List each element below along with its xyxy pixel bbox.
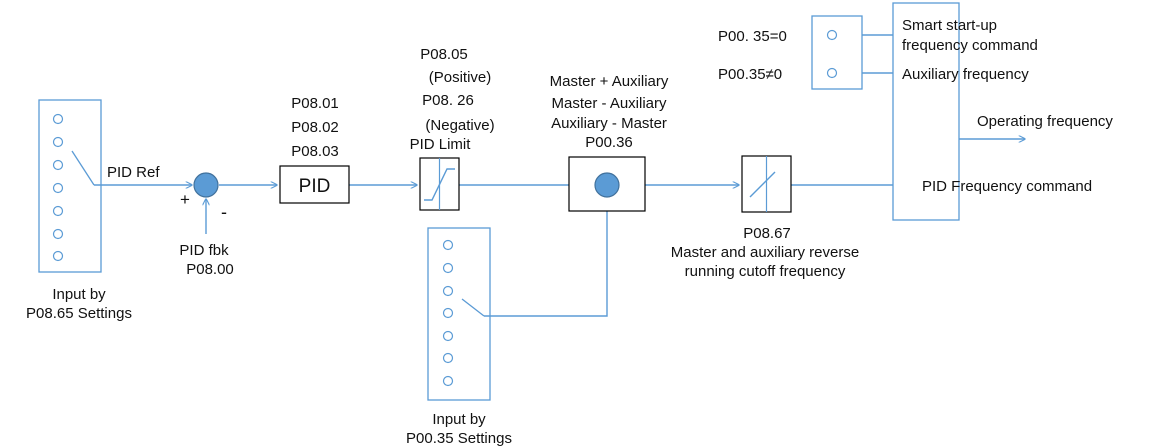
frequency-source-selector xyxy=(811,15,863,90)
pid-block xyxy=(279,165,350,204)
selector-terminal xyxy=(442,352,454,364)
input-selector-bottom xyxy=(427,227,491,401)
cutoff-desc-2: running cutoff frequency xyxy=(684,263,846,280)
operating-frequency-label: Operating frequency xyxy=(977,113,1113,130)
auxiliary-input-line xyxy=(484,199,607,317)
selector-terminal xyxy=(442,375,454,387)
selector-terminal xyxy=(442,262,454,274)
minus-sign: - xyxy=(221,202,227,222)
aux-frequency-label: Auxiliary frequency xyxy=(902,66,1029,83)
combine-param: P00.36 xyxy=(585,134,633,151)
pid-limit-param-3: P08. 26 xyxy=(422,92,474,109)
combiner-node xyxy=(594,172,620,198)
selector-terminal xyxy=(52,182,64,194)
select-nonzero-label: P00.35≠0 xyxy=(718,66,783,83)
input-bottom-label-1: Input by xyxy=(432,411,486,428)
combine-mode-3: Auxiliary - Master xyxy=(551,115,667,132)
combine-mode-2: Master - Auxiliary xyxy=(551,95,667,112)
cutoff-desc-1: Master and auxiliary reverse xyxy=(670,244,860,261)
input-left-label-1: Input by xyxy=(52,286,106,303)
pid-fbk-param: P08.00 xyxy=(186,261,234,278)
pid-limit-block xyxy=(419,157,460,211)
output-selector-box xyxy=(892,2,960,221)
smart-startup-label-1: Smart start-up xyxy=(902,17,998,34)
selector-terminal xyxy=(826,67,838,79)
plus-sign: + xyxy=(180,190,190,209)
pid-limit-param-4: (Negative) xyxy=(425,117,495,134)
pid-param-3: P08.03 xyxy=(291,143,339,160)
selector-terminal xyxy=(442,239,454,251)
combine-mode-1: Master + Auxiliary xyxy=(549,73,669,90)
pid-block-label: PID xyxy=(299,176,331,197)
pid-limit-param-1: P08.05 xyxy=(420,46,468,63)
input-left-label-2: P08.65 Settings xyxy=(26,305,132,322)
smart-startup-label-2: frequency command xyxy=(902,37,1038,54)
selector-terminal xyxy=(442,330,454,342)
pid-frequency-command-label: PID Frequency command xyxy=(922,178,1093,195)
pid-limit-label: PID Limit xyxy=(409,136,471,153)
selector-switch-arm xyxy=(461,298,485,317)
selector-terminal xyxy=(52,159,64,171)
pid-param-2: P08.02 xyxy=(291,119,339,136)
pid-ref-label: PID Ref xyxy=(107,164,160,181)
reverse-cutoff-block xyxy=(741,155,792,213)
selector-terminal xyxy=(826,29,838,41)
input-bottom-label-2: P00.35 Settings xyxy=(406,430,512,447)
selector-switch-arm xyxy=(71,150,95,186)
selector-terminal xyxy=(52,205,64,217)
select-zero-label: P00. 35=0 xyxy=(718,28,787,45)
selector-terminal xyxy=(52,228,64,240)
summing-node xyxy=(193,172,219,198)
pid-param-1: P08.01 xyxy=(291,95,339,112)
selector-terminal xyxy=(52,136,64,148)
selector-terminal xyxy=(52,113,64,125)
pid-fbk-label: PID fbk xyxy=(179,242,229,259)
input-selector-left xyxy=(38,99,102,273)
selector-terminal xyxy=(442,307,454,319)
selector-terminal xyxy=(52,250,64,262)
cutoff-param: P08.67 xyxy=(743,225,791,242)
selector-terminal xyxy=(442,285,454,297)
pid-limit-param-2: (Positive) xyxy=(428,69,492,86)
